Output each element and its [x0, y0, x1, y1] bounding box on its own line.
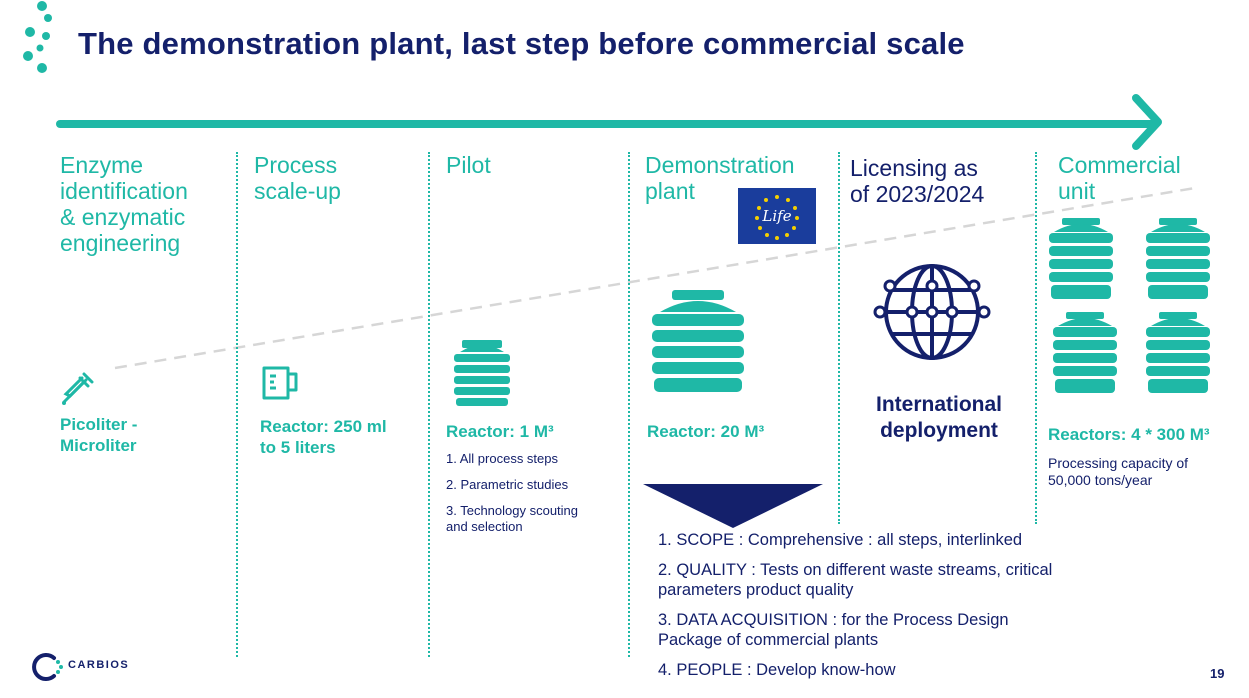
- tanks-grid-icon: [1049, 218, 1210, 393]
- stage-sublabel: Reactor: 20 M³: [647, 422, 765, 441]
- page-number: 19: [1210, 666, 1225, 681]
- scope-list: 1. SCOPE : Comprehensive : all steps, in…: [658, 530, 1138, 690]
- list-item: 2. QUALITY : Tests on different waste st…: [658, 561, 1053, 599]
- tank-large-icon: [652, 290, 744, 392]
- globe-network-icon: [873, 264, 991, 360]
- stage-sublabel: Picoliter -Microliter: [60, 415, 138, 455]
- stage-sublabel: Reactor: 1 M³: [446, 422, 554, 441]
- list-item: 1. SCOPE : Comprehensive : all steps, in…: [658, 531, 1023, 549]
- beaker-icon: [262, 366, 298, 400]
- divider: [1035, 152, 1037, 524]
- brand-dots-icon: [23, 1, 52, 73]
- list-item: 3. DATA ACQUISITION : for the Process De…: [658, 611, 1009, 649]
- tank-small-icon: [454, 340, 510, 406]
- divider: [628, 152, 630, 657]
- commercial-notes: Processing capacity of 50,000 tons/year: [1048, 455, 1189, 488]
- divider: [236, 152, 238, 657]
- down-triangle-icon: [643, 484, 823, 528]
- dropper-icon: [62, 372, 94, 405]
- divider: [428, 152, 430, 657]
- list-item: 4. PEOPLE : Develop know-how: [658, 661, 896, 679]
- brand-name: CARBIOS: [68, 659, 130, 671]
- carbios-logo-icon: [32, 653, 63, 681]
- stage-label: Pilot: [446, 152, 491, 178]
- eu-life-badge: Life: [738, 188, 816, 244]
- divider: [838, 152, 840, 524]
- stage-sublabel: Reactors: 4 * 300 M³: [1048, 425, 1210, 444]
- progress-arrow: [56, 94, 1162, 150]
- pilot-notes: 1. All process steps 2. Parametric studi…: [446, 451, 579, 534]
- page-title: The demonstration plant, last step befor…: [78, 26, 965, 61]
